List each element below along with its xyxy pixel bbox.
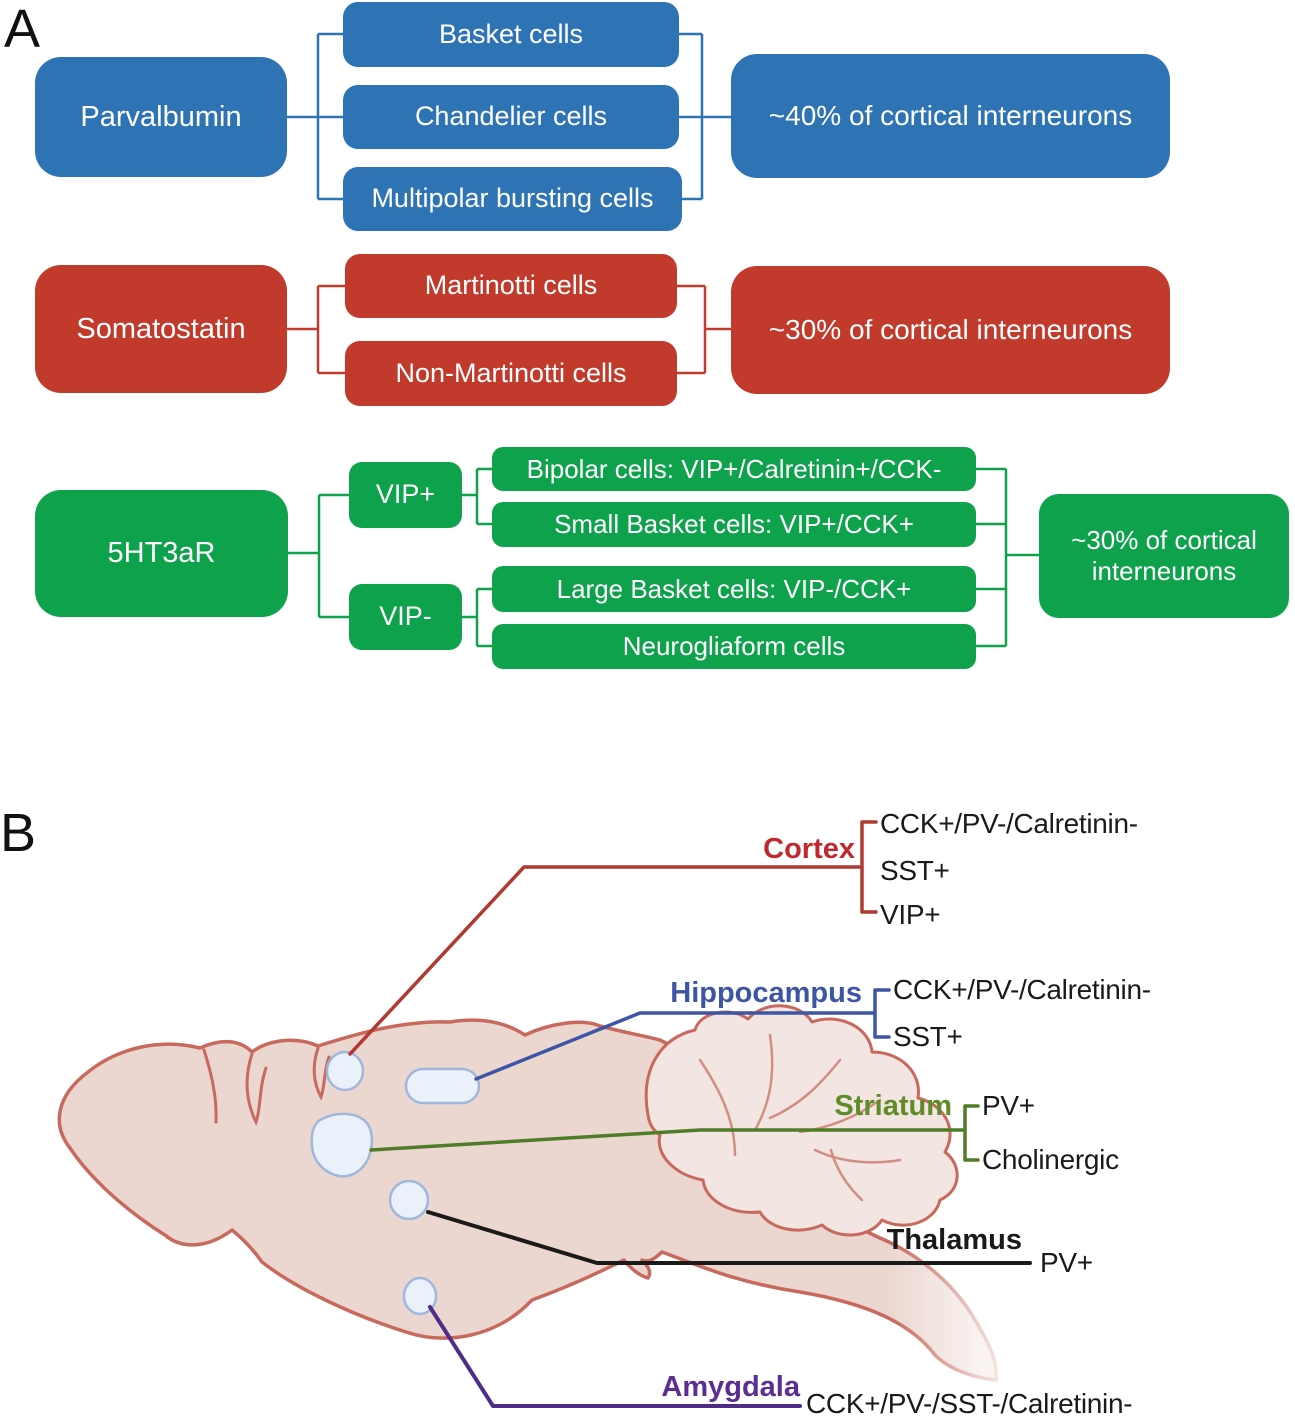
large-basket-cells-box: Large Basket cells: VIP-/CCK+ [492, 566, 976, 612]
striatum-cell-type: PV+ [982, 1090, 1035, 1121]
parvalbumin-root-box: Parvalbumin [35, 57, 287, 177]
non-martinotti-cells-box: Non-Martinotti cells [345, 341, 677, 406]
basket-cells-box: Basket cells [343, 2, 679, 67]
somatostatin-root-box: Somatostatin [35, 265, 287, 393]
striatum-line [369, 1104, 980, 1162]
somatostatin-result-box: ~30% of cortical interneurons [731, 266, 1170, 394]
hippocampus-label: Hippocampus [670, 977, 862, 1009]
cortex-cell-type: VIP+ [880, 899, 941, 930]
cortex-cell-type: SST+ [880, 855, 950, 886]
parvalbumin-connectors [287, 32, 731, 201]
amygdala-line [428, 1305, 802, 1408]
amygdala-label: Amygdala [661, 1371, 800, 1403]
hippocampus-line [474, 988, 891, 1081]
vip-negative-box: VIP- [349, 584, 462, 650]
serotonin-result-box: ~30% of cortical interneurons [1039, 494, 1289, 618]
panel-b-label: B [0, 803, 37, 863]
chandelier-cells-box: Chandelier cells [343, 85, 679, 149]
thalamus-label: Thalamus [886, 1224, 1022, 1256]
thalamus-cell-type: PV+ [1040, 1247, 1093, 1278]
amygdala-cell-type: CCK+/PV-/SST-/Calretinin- [806, 1388, 1133, 1419]
multipolar-bursting-cells-box: Multipolar bursting cells [343, 167, 682, 231]
hippocampus-marker [404, 1067, 481, 1105]
region-markers [310, 1050, 481, 1316]
thalamus-line [426, 1210, 1032, 1265]
striatum-marker [310, 1112, 374, 1178]
cortex-label: Cortex [763, 833, 855, 865]
serotonin-root-box: 5HT3aR [35, 490, 288, 617]
small-basket-cells-box: Small Basket cells: VIP+/CCK+ [492, 502, 976, 547]
somatostatin-connectors [287, 284, 731, 375]
hippocampus-cell-type: SST+ [893, 1021, 963, 1052]
cortex-cell-type: CCK+/PV-/Calretinin- [880, 808, 1138, 839]
martinotti-cells-box: Martinotti cells [345, 254, 677, 318]
parvalbumin-result-box: ~40% of cortical interneurons [731, 54, 1170, 178]
striatum-cell-type: Cholinergic [982, 1144, 1119, 1175]
cerebellum [644, 1004, 959, 1237]
panel-a-label: A [4, 0, 41, 59]
thalamus-marker [388, 1179, 430, 1221]
vip-positive-box: VIP+ [349, 462, 462, 528]
brainstem-fade [890, 1228, 1110, 1403]
hippocampus-cell-type: CCK+/PV-/Calretinin- [893, 974, 1151, 1005]
striatum-label: Striatum [834, 1090, 952, 1122]
cortex-marker [325, 1050, 365, 1092]
bipolar-cells-box: Bipolar cells: VIP+/Calretinin+/CCK- [492, 447, 976, 491]
neurogliaform-cells-box: Neurogliaform cells [492, 624, 976, 669]
cortex-line [348, 820, 878, 1056]
serotonin-connectors [288, 467, 1039, 648]
amygdala-marker [402, 1276, 438, 1316]
